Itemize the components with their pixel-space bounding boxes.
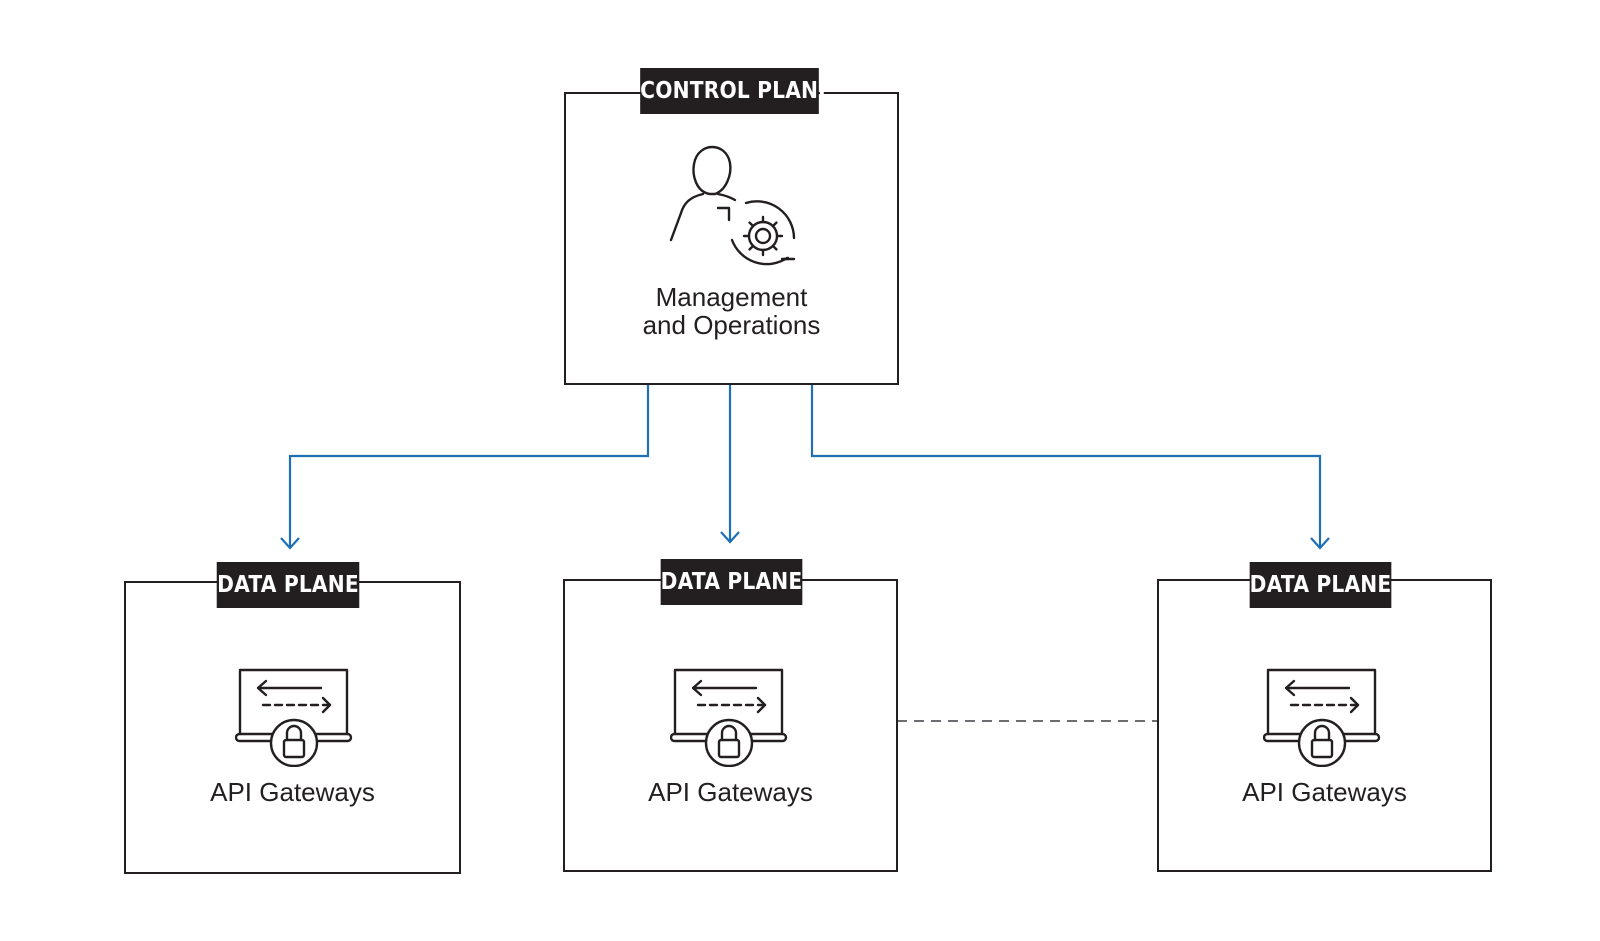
- control-plane-box: [564, 92, 899, 385]
- control-plane-tag: CONTROL PLANE: [640, 68, 832, 114]
- arrowhead-right: [1310, 537, 1330, 550]
- connector-left: [288, 383, 650, 548]
- data-plane-label-2: API Gateways: [648, 777, 813, 807]
- connector-right: [810, 383, 1322, 548]
- arrowhead-left: [280, 537, 300, 550]
- data-plane-tag-2: DATA PLANE: [660, 559, 803, 605]
- control-plane-label-line1: Management: [655, 282, 808, 312]
- data-plane-label-3: API Gateways: [1242, 777, 1407, 807]
- control-plane-label-line2: and Operations: [642, 310, 821, 340]
- gateway-lock-icon: [1263, 668, 1381, 767]
- data-plane-tag-1: DATA PLANE: [216, 562, 360, 608]
- data-plane-tag-3: DATA PLANE: [1249, 562, 1392, 608]
- arrowhead-center: [720, 531, 740, 544]
- gateway-lock-icon: [670, 668, 788, 767]
- gateway-lock-icon: [235, 668, 353, 767]
- user-gear-icon: [669, 145, 796, 266]
- data-plane-label-1: API Gateways: [210, 777, 375, 807]
